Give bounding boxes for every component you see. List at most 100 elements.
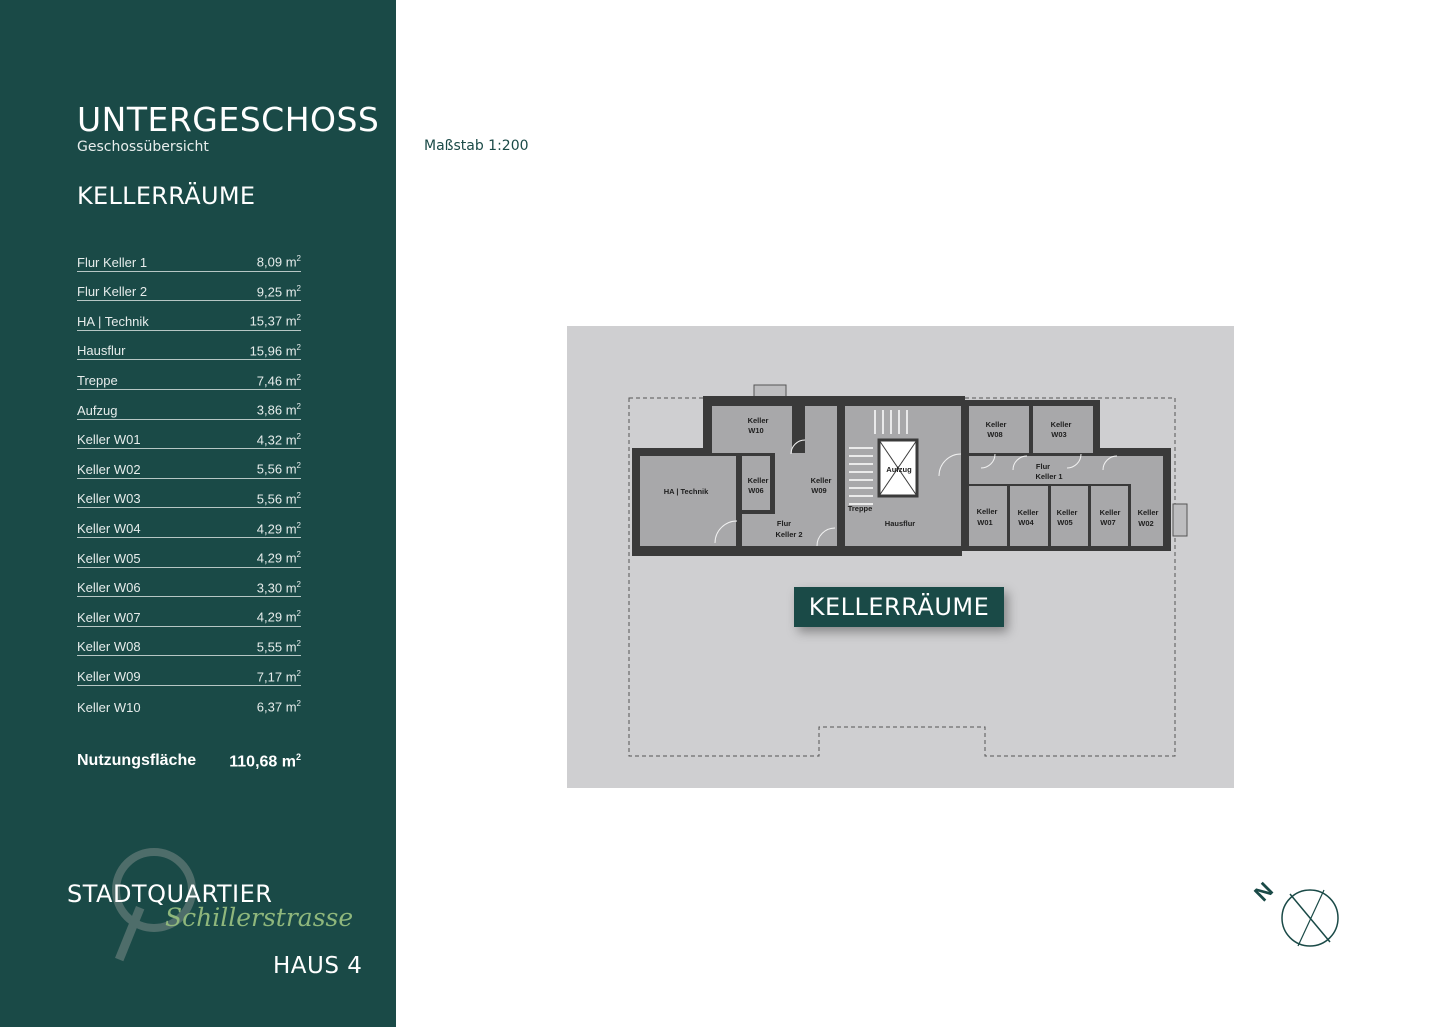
room-flur-keller-2-b <box>775 453 805 515</box>
room-keller-w02 <box>1131 456 1163 546</box>
room-name: Keller W02 <box>77 461 141 477</box>
label-treppe: Treppe <box>848 504 873 513</box>
room-hausflur <box>845 514 961 546</box>
room-keller-w09 <box>805 406 837 514</box>
room-keller-w06 <box>742 456 770 510</box>
room-name: HA | Technik <box>77 313 149 329</box>
room-keller-w03 <box>1033 406 1093 453</box>
room-name: Keller W10 <box>77 699 141 715</box>
room-keller-w01 <box>969 486 1007 546</box>
total-area-row: Nutzungsfläche 110,68 m2 <box>77 752 301 771</box>
page-title: UNTERGESCHOSS <box>77 100 380 139</box>
room-name: Keller W07 <box>77 609 141 625</box>
label-keller: Keller <box>1051 420 1072 429</box>
label-aufzug: Aufzug <box>886 465 912 474</box>
room-name: Keller W03 <box>77 491 141 507</box>
room-row: Keller W01 4,32 m2 <box>77 420 301 450</box>
room-row: Keller W10 6,37 m2 <box>77 686 301 716</box>
room-area: 3,86 m2 <box>256 402 301 418</box>
label-w01: W01 <box>977 518 992 527</box>
plan-badge: KELLERRÄUME <box>794 587 1004 627</box>
label-flur: Flur <box>1036 462 1050 471</box>
room-keller-w08 <box>969 406 1029 453</box>
room-name: Hausflur <box>77 343 126 359</box>
room-name: Keller W09 <box>77 668 141 684</box>
label-keller: Keller <box>1138 508 1159 517</box>
label-keller-1: Keller 1 <box>1035 472 1062 481</box>
aufzug-cross <box>878 439 918 497</box>
room-area: 5,56 m2 <box>256 491 301 507</box>
section-heading: KELLERRÄUME <box>77 182 256 210</box>
label-w03: W03 <box>1051 430 1066 439</box>
label-w09: W09 <box>811 486 826 495</box>
stairs <box>849 410 908 505</box>
room-row: Keller W02 5,56 m2 <box>77 449 301 479</box>
room-area: 3,30 m2 <box>256 579 301 596</box>
room-name: Keller W08 <box>77 639 141 655</box>
label-keller: Keller <box>1018 508 1039 517</box>
room-row: Treppe 7,46 m2 <box>77 360 301 390</box>
total-value: 110,68 m2 <box>229 752 301 771</box>
sidebar-panel: UNTERGESCHOSS Geschossübersicht KELLERRÄ… <box>0 0 396 1027</box>
room-row: Keller W08 5,55 m2 <box>77 627 301 657</box>
label-w04: W04 <box>1018 518 1034 527</box>
room-area: 6,37 m2 <box>256 699 301 715</box>
room-area: 7,46 m2 <box>256 372 301 388</box>
label-keller-2: Keller 2 <box>775 530 802 539</box>
total-label: Nutzungsfläche <box>77 752 197 769</box>
room-area: 9,25 m2 <box>256 283 301 300</box>
floor-plan-drawing: HA | Technik Keller W10 Keller W06 Kelle… <box>628 384 1188 757</box>
room-keller-w07 <box>1091 486 1128 546</box>
room-flur-keller-2 <box>742 514 837 546</box>
floor-plan: HA | Technik Keller W10 Keller W06 Kelle… <box>567 326 1234 788</box>
room-area: 4,29 m2 <box>256 520 301 536</box>
room-area: 5,56 m2 <box>256 461 301 477</box>
room-keller-w04 <box>1010 486 1048 546</box>
label-keller: Keller <box>1057 508 1078 517</box>
room-hausflur-b <box>917 406 961 514</box>
room-name: Treppe <box>77 372 118 388</box>
room-area: 7,17 m2 <box>256 668 301 684</box>
room-name: Keller W04 <box>77 520 141 536</box>
room-row: Keller W06 3,30 m2 <box>77 568 301 598</box>
room-name: Flur Keller 2 <box>77 284 148 300</box>
room-name: Keller W01 <box>77 432 141 448</box>
room-row: Keller W09 7,17 m2 <box>77 656 301 686</box>
room-keller-w05 <box>1051 486 1088 546</box>
label-w05: W05 <box>1057 518 1072 527</box>
house-label: HAUS 4 <box>273 953 363 979</box>
room-ha-technik <box>640 456 736 546</box>
scale-label: Maßstab 1:200 <box>424 138 529 154</box>
north-arrow-icon <box>1281 889 1339 947</box>
label-hausflur: Hausflur <box>885 519 916 528</box>
room-flur-keller-1 <box>969 456 1163 484</box>
room-area: 5,55 m2 <box>256 638 301 655</box>
room-area: 15,96 m2 <box>249 343 301 359</box>
room-row: Flur Keller 2 9,25 m2 <box>77 272 301 302</box>
label-keller: Keller <box>748 416 769 425</box>
room-name: Keller W05 <box>77 550 141 566</box>
room-name: Keller W06 <box>77 580 141 596</box>
room-row: Keller W05 4,29 m2 <box>77 538 301 568</box>
light-shaft <box>1172 503 1188 537</box>
room-area: 4,29 m2 <box>256 609 301 625</box>
label-w07: W07 <box>1100 518 1115 527</box>
room-row: Keller W03 5,56 m2 <box>77 479 301 509</box>
label-flur: Flur <box>777 519 791 528</box>
room-row: Keller W04 4,29 m2 <box>77 508 301 538</box>
page-subtitle: Geschossübersicht <box>77 139 209 155</box>
brand-name: STADTQUARTIER <box>67 880 273 908</box>
label-keller: Keller <box>977 507 998 516</box>
room-area: 8,09 m2 <box>256 254 301 270</box>
label-w02: W02 <box>1138 519 1153 528</box>
label-keller: Keller <box>986 420 1007 429</box>
room-keller-w10 <box>712 406 792 453</box>
brand-logo-ring <box>112 848 196 932</box>
room-area: 4,29 m2 <box>256 550 301 566</box>
room-area: 4,32 m2 <box>256 431 301 448</box>
label-w06: W06 <box>748 486 763 495</box>
